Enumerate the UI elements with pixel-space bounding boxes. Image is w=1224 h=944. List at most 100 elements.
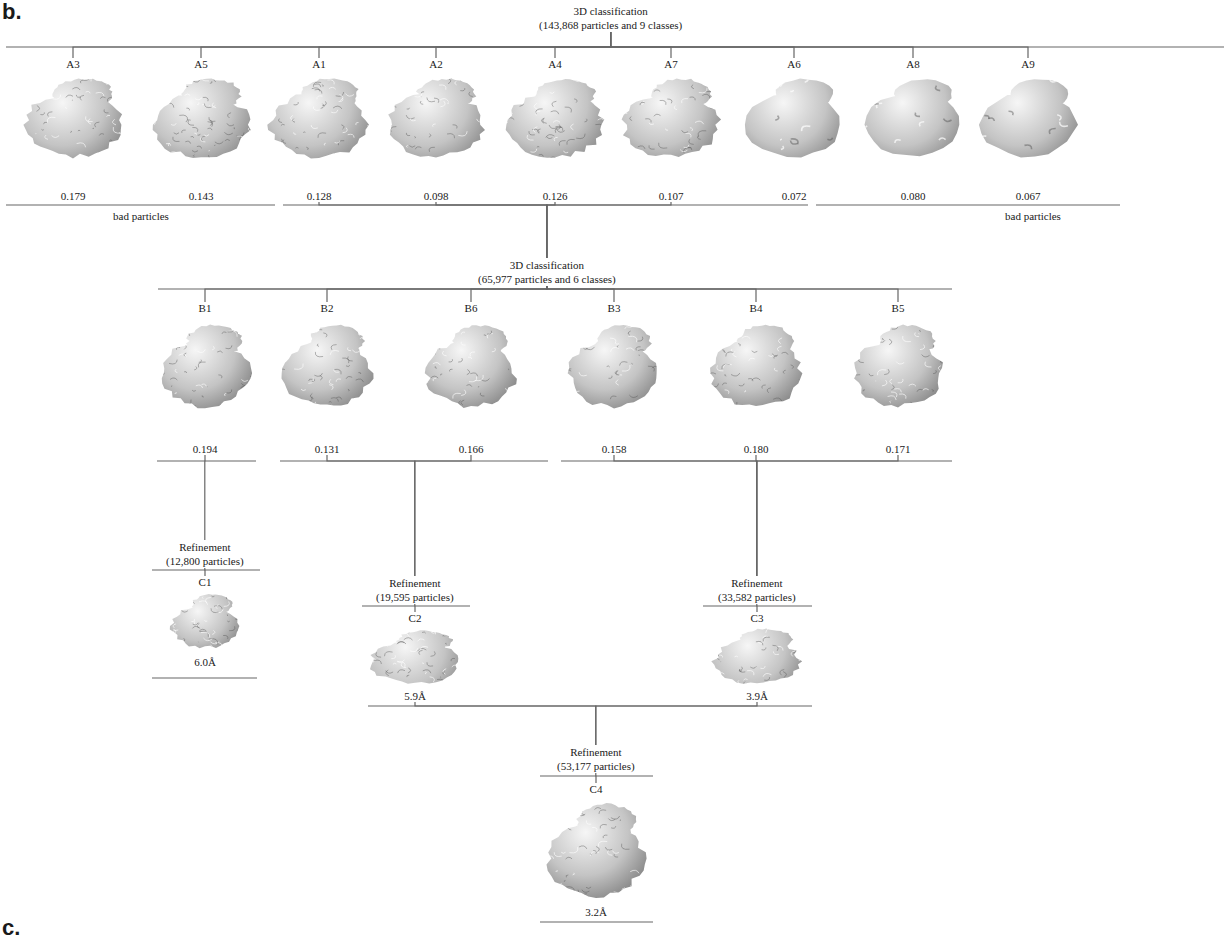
tree-connector — [595, 773, 596, 783]
map-fold — [1073, 81, 1079, 84]
map-fold — [536, 111, 541, 115]
map-fold — [554, 137, 558, 141]
map-fold — [149, 105, 151, 109]
density-map — [267, 72, 371, 160]
map-fold — [911, 402, 913, 406]
map-body — [710, 340, 802, 406]
map-fold — [799, 379, 801, 380]
map-body — [153, 92, 251, 158]
map-fold — [203, 638, 212, 641]
map-fold — [434, 98, 439, 103]
map-fold — [212, 103, 216, 108]
step-title: Refinement — [557, 745, 635, 759]
map-fold — [595, 321, 604, 324]
density-map — [503, 72, 607, 160]
map-fold — [717, 657, 719, 659]
map-fold — [747, 671, 754, 676]
map-fold — [469, 92, 473, 97]
map-fold — [541, 118, 544, 123]
map-fold — [209, 117, 215, 121]
map-fold — [166, 343, 172, 346]
map-fold — [487, 331, 491, 334]
map-fold — [233, 398, 235, 403]
map-fold — [798, 632, 802, 638]
map-fold — [661, 372, 662, 377]
map-fold — [315, 402, 320, 406]
map-fold — [608, 819, 615, 821]
map-texture — [548, 796, 649, 900]
map-fold — [447, 134, 455, 139]
map-fold — [42, 129, 44, 131]
map-fold — [308, 407, 314, 411]
map-fold — [204, 135, 209, 137]
map-fold — [362, 81, 369, 84]
map-texture — [423, 318, 519, 410]
map-fold — [198, 349, 206, 352]
map-fold — [294, 102, 299, 105]
map-fold — [850, 338, 851, 340]
map-fold — [324, 143, 326, 145]
map-fold — [223, 635, 228, 638]
map-fold — [66, 95, 73, 97]
map-fold — [107, 115, 110, 117]
map-fold — [722, 104, 723, 108]
map-fold — [435, 323, 439, 328]
map-fold — [334, 369, 339, 372]
map-fold — [341, 320, 344, 325]
map-fold — [269, 76, 274, 79]
map-fold — [481, 102, 488, 107]
class-map: A60.072 — [742, 58, 846, 202]
map-fold — [711, 392, 712, 394]
map-fold — [564, 158, 572, 160]
map-texture — [850, 318, 946, 410]
map-fold — [608, 850, 613, 855]
map-fold — [780, 407, 788, 410]
map-fold — [175, 369, 177, 373]
map-fold — [189, 409, 198, 410]
tree-connector — [596, 702, 757, 745]
density-map — [708, 318, 804, 410]
map-fold — [226, 596, 230, 599]
map-fold — [176, 642, 182, 647]
step-detail: (53,177 particles) — [557, 759, 635, 773]
map-fold — [280, 400, 286, 404]
map-fold — [534, 103, 537, 109]
map-fold — [513, 335, 515, 337]
map-fold — [1005, 78, 1007, 79]
map-fold — [619, 77, 627, 79]
map-fold — [709, 397, 715, 399]
map-fold — [200, 137, 205, 142]
map-fold — [628, 336, 637, 342]
map-texture — [157, 318, 252, 410]
map-fold — [373, 630, 374, 632]
map-fold — [166, 143, 171, 145]
map-fold — [46, 72, 54, 74]
map-fold — [802, 643, 803, 648]
map-fold — [279, 350, 280, 353]
map-fold — [502, 318, 506, 324]
map-fold — [241, 386, 249, 388]
map-fold — [623, 887, 626, 891]
bracket-line — [157, 460, 256, 461]
map-fold — [453, 407, 456, 411]
map-fold — [467, 385, 472, 387]
map-fold — [280, 369, 285, 371]
map-fold — [712, 384, 718, 387]
map-fold — [356, 123, 359, 126]
map-fold — [199, 629, 206, 631]
map-fold — [682, 130, 689, 132]
map-fold — [201, 75, 209, 81]
map-fold — [431, 341, 433, 343]
map-fold — [640, 102, 645, 105]
map-fold — [431, 376, 439, 378]
map-fold — [511, 393, 515, 399]
map-fold — [691, 85, 693, 89]
map-fold — [940, 361, 942, 364]
map-fold — [513, 75, 518, 80]
map-fold — [419, 650, 423, 654]
map-fold — [901, 406, 907, 410]
map-fold — [631, 91, 633, 94]
map-fold — [97, 154, 99, 156]
map-fold — [728, 402, 737, 408]
map-fold — [401, 154, 407, 156]
